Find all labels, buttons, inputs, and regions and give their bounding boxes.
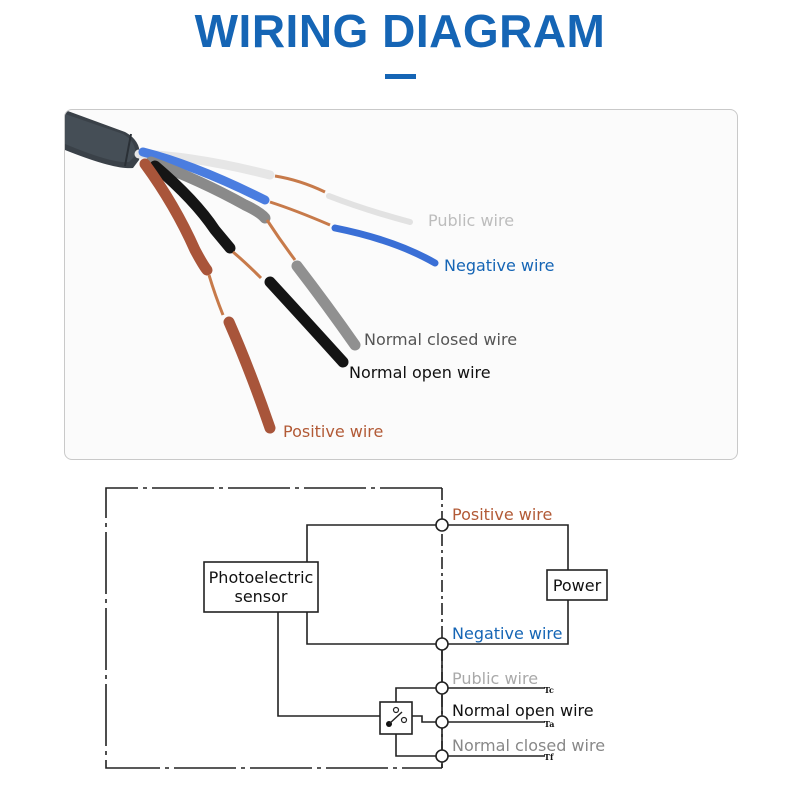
cable-photo-card: Public wire Negative wire Normal closed … [64, 109, 738, 460]
photo-label-normal-open-wire: Normal open wire [349, 363, 491, 382]
photo-label-negative-wire: Negative wire [444, 256, 555, 275]
terminal-normal-open [435, 715, 449, 729]
terminal-normal-closed [435, 749, 449, 763]
schematic-label-normal-closed-wire: Normal closed wire [452, 736, 606, 755]
sensor-box [203, 561, 319, 613]
terminal-label-ta: Ta [544, 719, 555, 729]
terminal-negative [435, 637, 449, 651]
cable-illustration [65, 110, 439, 434]
photo-label-normal-closed-wire: Normal closed wire [364, 330, 518, 349]
terminal-label-tc: Tc [544, 685, 554, 695]
schematic-label-positive-wire: Positive wire [452, 505, 553, 524]
schematic-lines [105, 487, 608, 769]
terminal-public [435, 681, 449, 695]
photo-label-positive-wire: Positive wire [283, 422, 384, 441]
photo-label-public-wire: Public wire [428, 211, 515, 230]
schematic-label-negative-wire: Negative wire [452, 624, 563, 643]
terminal-positive [435, 518, 449, 532]
power-box [546, 569, 608, 601]
schematic-label-public-wire: Public wire [452, 669, 539, 688]
sensor-label: Photoelectric sensor [208, 568, 314, 606]
page-title: WIRING DIAGRAM [194, 5, 606, 57]
schematic-label-normal-open-wire: Normal open wire [452, 701, 594, 720]
wiring-schematic: Photoelectric sensor Power Positive wire… [0, 470, 800, 800]
title-underline [385, 74, 416, 79]
terminal-label-tf: Tf [544, 752, 554, 762]
power-label: Power [552, 576, 602, 595]
